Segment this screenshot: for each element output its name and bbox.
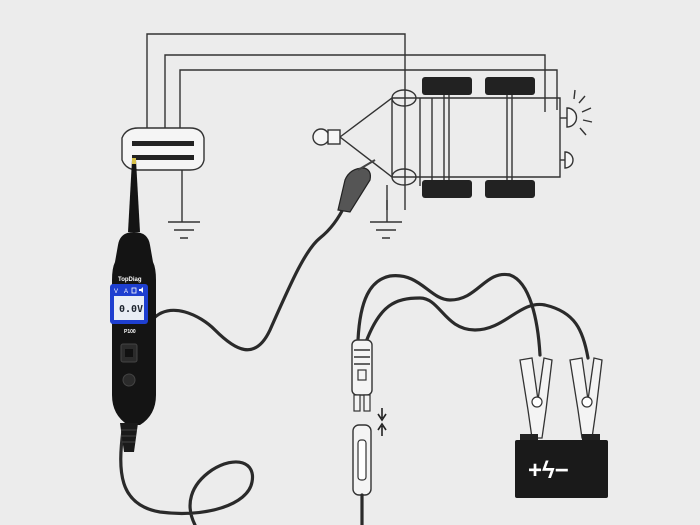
model-label: P100	[124, 329, 136, 335]
brand-label: TopDiag	[118, 277, 142, 283]
tester-cable	[119, 428, 255, 525]
speaker-icon	[139, 287, 143, 293]
extension-plug-lower	[352, 424, 372, 525]
ground-symbol-icon	[370, 200, 402, 239]
headlight-icon	[566, 89, 593, 136]
battery-cable-negative	[364, 296, 590, 360]
battery-clamp-positive	[519, 357, 553, 439]
ground-lead	[150, 203, 347, 352]
amp-indicator-icon: A	[124, 289, 128, 295]
connect-arrows-icon	[377, 408, 387, 436]
volt-indicator-icon: V	[114, 289, 118, 295]
test-button[interactable]	[122, 373, 136, 387]
switch-rocker	[125, 349, 133, 357]
battery-indicator-icon	[131, 287, 137, 294]
horn-icon	[312, 128, 341, 146]
battery-clamp-negative	[569, 357, 603, 439]
vehicle-wiring	[146, 33, 575, 210]
ground-symbol-icon	[168, 221, 200, 239]
battery-cable-positive	[356, 272, 542, 357]
headlight-icon	[564, 151, 574, 169]
alligator-clip-icon	[337, 159, 376, 213]
voltage-reading: 0.0V	[119, 304, 143, 315]
extension-plug-upper	[351, 339, 373, 412]
axle-rear	[485, 77, 535, 198]
battery-icon: +ϟ−	[515, 434, 608, 498]
axle-front	[422, 77, 472, 198]
battery-terminal-label: +ϟ−	[528, 457, 569, 484]
obd-connector-icon	[121, 127, 205, 222]
power-probe-tester: 0.0V V A TopDiag P100	[110, 158, 156, 452]
lcd-display	[114, 296, 144, 320]
